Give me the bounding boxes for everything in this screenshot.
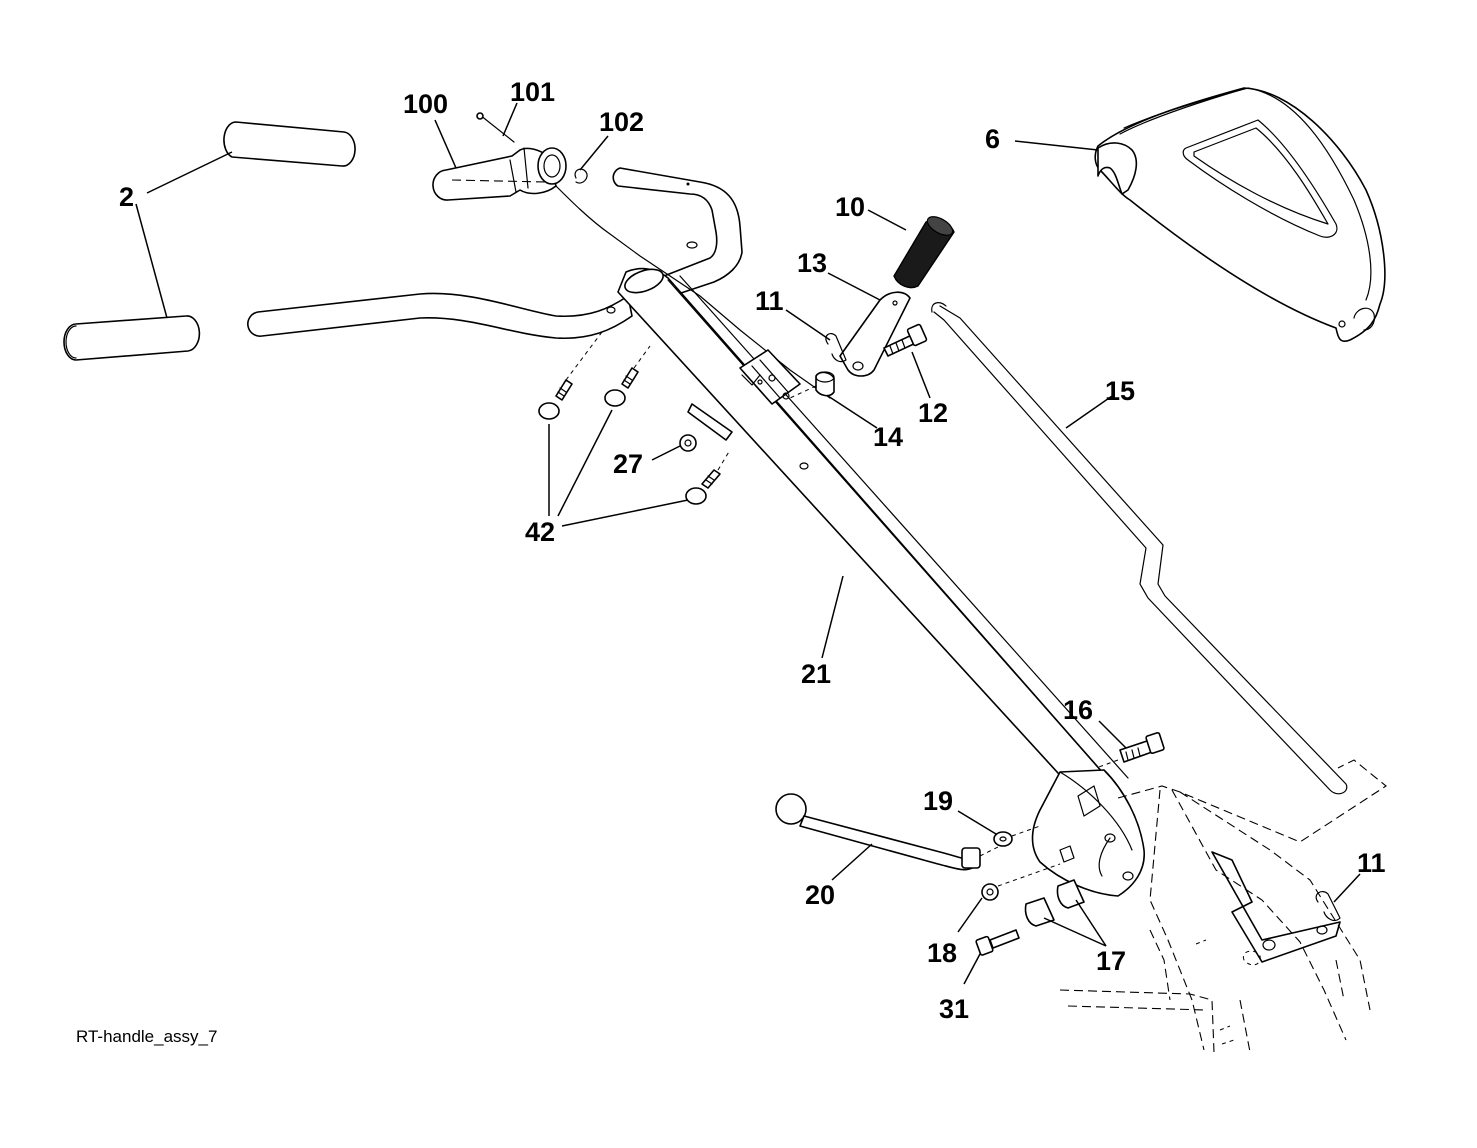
callout-11-upper: 11 <box>755 286 784 316</box>
tiller-frame-outline <box>1059 759 1387 1053</box>
callout-102: 102 <box>599 107 644 137</box>
screw-3-axis <box>717 449 731 471</box>
callout-31: 31 <box>939 994 969 1024</box>
part-6-cover <box>1094 87 1386 343</box>
control-cable <box>555 185 831 399</box>
part-11-clip-lower <box>1315 890 1341 922</box>
callout-13: 13 <box>797 248 827 278</box>
part-2-grip-upper <box>223 121 356 167</box>
callout-12: 12 <box>918 398 948 428</box>
screw-2-axis <box>633 345 651 369</box>
callout-19: 19 <box>923 786 953 816</box>
part-19-washer <box>993 825 1041 847</box>
lower-linkage-bracket <box>1211 851 1341 963</box>
part-2-grip-lower <box>63 315 201 361</box>
part-101-pin <box>476 112 515 143</box>
part-20-shift-lever <box>775 793 1001 871</box>
callout-21: 21 <box>801 659 831 689</box>
part-15-rod <box>931 302 1348 795</box>
callout-11-lower: 11 <box>1357 848 1386 878</box>
part-42-screw-3 <box>685 469 721 505</box>
callout-15: 15 <box>1105 376 1135 406</box>
part-31-bolt <box>975 929 1020 956</box>
part-13-lever-arm <box>839 291 911 377</box>
callout-27: 27 <box>613 449 643 479</box>
part-17-pad-left <box>1024 897 1055 927</box>
callout-6: 6 <box>985 124 1000 154</box>
leader-lines <box>135 102 1361 985</box>
part-27-nut <box>679 434 697 452</box>
part-14-spacer <box>789 371 835 399</box>
part-16-bolt <box>1119 731 1165 763</box>
callout-42: 42 <box>525 517 555 547</box>
part-102-clip <box>574 168 588 184</box>
callout-16: 16 <box>1063 695 1093 725</box>
bolt-16-axis <box>1095 759 1119 769</box>
part-10-knob <box>893 216 955 289</box>
part-42-screw-2 <box>604 367 639 407</box>
callout-2: 2 <box>119 182 134 212</box>
part-42-screw-1 <box>538 379 573 420</box>
callout-14: 14 <box>873 422 903 452</box>
callout-10: 10 <box>835 192 865 222</box>
handlebar-left-bar <box>247 292 633 340</box>
part-12-bolt <box>883 323 928 357</box>
handlebar-right-bar <box>612 167 743 297</box>
part-100-lever-bracket <box>432 147 567 201</box>
part-18-nut <box>981 863 1061 901</box>
tube-base-bracket <box>1031 769 1145 897</box>
callout-20: 20 <box>805 880 835 910</box>
callout-101: 101 <box>510 77 555 107</box>
diagram-caption: RT-handle_assy_7 <box>76 1027 217 1046</box>
clamp-plate <box>687 403 733 441</box>
tube-mid-bracket <box>739 349 801 405</box>
screw-1-axis <box>565 331 603 381</box>
callouts: 2 100 101 102 6 10 13 11 12 14 15 27 42 … <box>119 77 1386 1024</box>
callout-100: 100 <box>403 89 448 119</box>
callout-17: 17 <box>1096 946 1126 976</box>
callout-18: 18 <box>927 938 957 968</box>
